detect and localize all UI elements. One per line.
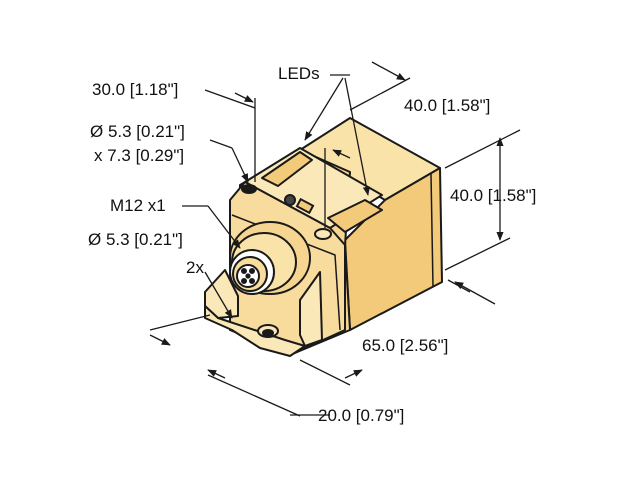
label-dim-40-right: 40.0 [1.58"] [450,186,537,205]
label-connector: M12 x1 [110,196,166,215]
label-dim-40-top: 40.0 [1.58"] [404,96,491,115]
mount-hole-left [241,184,257,194]
body-side-face [344,167,443,331]
label-hole-diameter: Ø 5.3 [0.21"] [90,122,185,141]
bracket-right-arm [299,271,323,347]
leader-hole [209,139,233,149]
led-window-right [327,199,383,233]
led-window-left [261,151,313,187]
leader-m12 [207,205,241,249]
label-dim-20: 20.0 [0.79"] [318,406,405,425]
leader-leds-left [304,77,344,141]
bracket-base [204,305,306,357]
label-dim-30: 30.0 [1.18"] [92,80,179,99]
leader-leds-right [344,77,370,196]
dimension-lines [149,61,521,417]
label-mount-diameter: Ø 5.3 [0.21"] [88,230,183,249]
dim-30-leader [234,92,254,103]
label-leds: LEDs [278,64,320,83]
leader-2x [204,271,233,319]
led-windows [261,151,383,233]
dim-30-right-arrow [332,149,351,159]
potentiometer [284,194,296,206]
dim-40-top-arrow [371,61,406,81]
m12-connector [229,221,311,295]
label-hole-slot: x 7.3 [0.29"] [94,146,185,165]
label-quantity: 2x [186,258,204,277]
dim-20-left-arrow [149,334,171,346]
mount-holes-top [241,184,332,240]
mounting-bracket [204,269,323,357]
label-dim-65: 65.0 [2.56"] [362,336,449,355]
mount-hole-right [314,228,332,240]
dim-20-bottom-arrow [207,369,226,379]
dim-65-line [454,281,496,305]
